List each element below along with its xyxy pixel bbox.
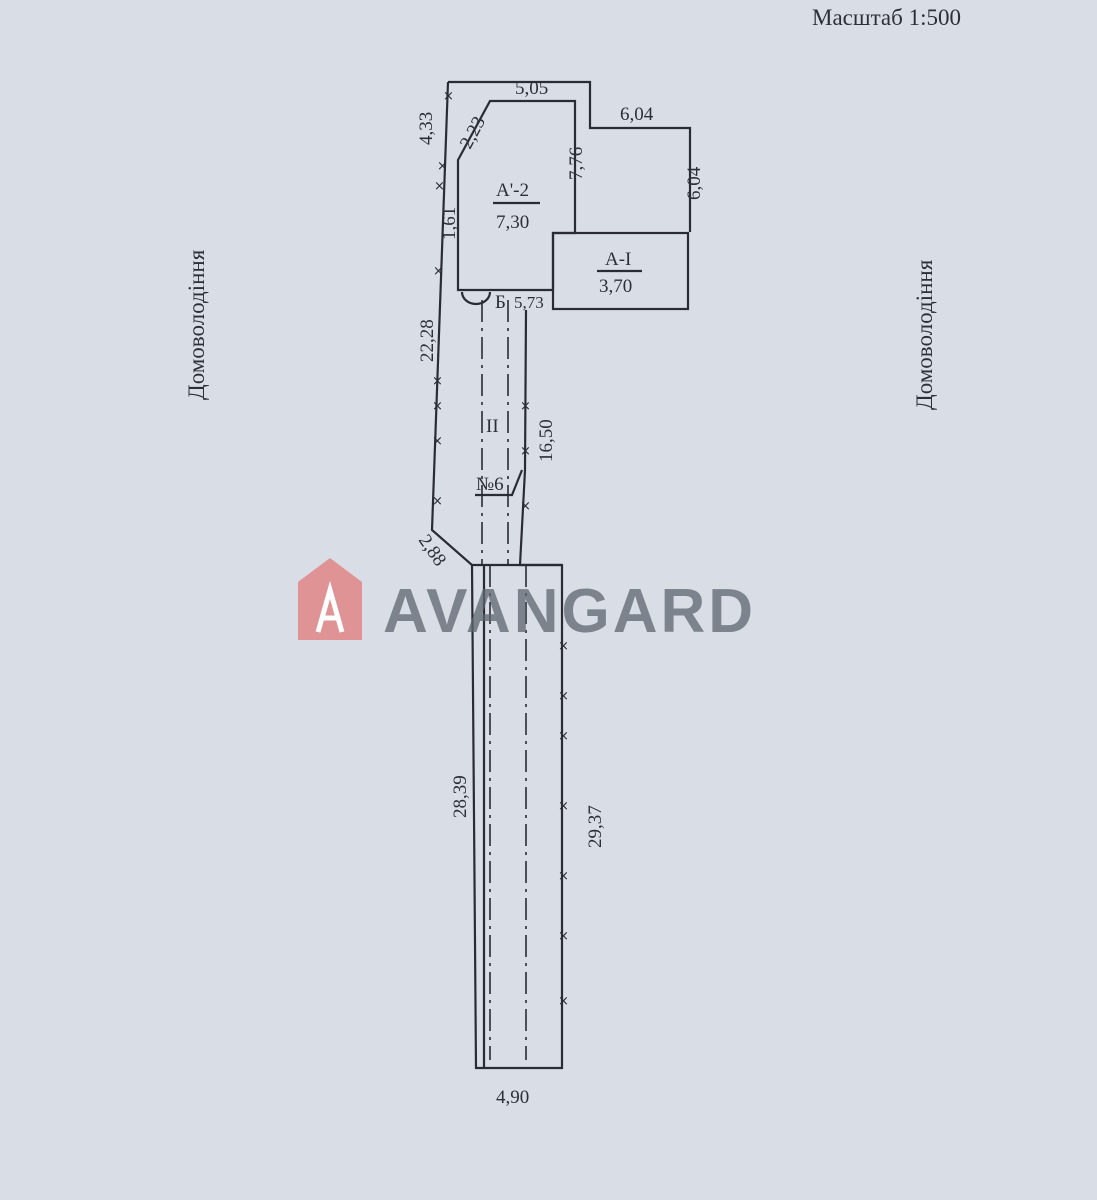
- dim-inner-right: 7,76: [566, 147, 587, 180]
- svg-text:×: ×: [432, 374, 443, 389]
- fence-marks: × × × × × × × × × × × × × × × × × ×: [432, 89, 569, 1009]
- svg-text:×: ×: [432, 494, 443, 509]
- dim-ext-top: 6,04: [620, 104, 654, 125]
- svg-text:×: ×: [434, 179, 445, 194]
- dim-small: 5,73: [514, 293, 544, 312]
- driveway-lines: [481, 300, 527, 1060]
- svg-text:×: ×: [520, 444, 531, 459]
- number-leader: [475, 469, 524, 497]
- number-label: №6: [476, 474, 504, 495]
- building-a2-name: A'-2: [496, 180, 529, 201]
- building-a1-name: A-I: [605, 249, 631, 270]
- dim-top: 5,05: [515, 78, 548, 99]
- neighbor-left-label: Домоволодіння: [184, 249, 209, 400]
- dim-left-long: 22,28: [417, 319, 438, 362]
- building-a1: [551, 231, 690, 311]
- dim-strip-left: 28,39: [450, 775, 471, 818]
- dim-ext-right: 6,04: [684, 166, 705, 200]
- dim-strip-right: 29,37: [585, 805, 606, 848]
- dim-bottom: 4,90: [496, 1087, 529, 1108]
- svg-text:×: ×: [558, 929, 569, 944]
- svg-text:×: ×: [432, 434, 443, 449]
- neighbor-right-label: Домоволодіння: [912, 259, 937, 410]
- svg-text:×: ×: [558, 689, 569, 704]
- building-a1-value: 3,70: [599, 276, 632, 297]
- dim-passage-right: 16,50: [536, 419, 557, 462]
- svg-text:×: ×: [558, 799, 569, 814]
- svg-text:×: ×: [558, 994, 569, 1009]
- porch-label: Б: [495, 292, 506, 313]
- watermark-text: AVANGARD: [383, 577, 756, 646]
- svg-text:×: ×: [558, 869, 569, 884]
- plot-boundary: [430, 80, 692, 1070]
- svg-text:×: ×: [558, 639, 569, 654]
- scale-label: Масштаб 1:500: [812, 5, 961, 30]
- svg-text:×: ×: [443, 89, 454, 104]
- dim-bevel: 2,23: [456, 113, 490, 152]
- dim-left-top: 4,33: [416, 112, 437, 145]
- porch-symbol: [460, 291, 492, 306]
- passage-label: II: [486, 416, 499, 437]
- svg-text:×: ×: [558, 729, 569, 744]
- svg-text:×: ×: [520, 399, 531, 414]
- watermark: AVANGARD: [298, 558, 756, 646]
- svg-text:×: ×: [432, 399, 443, 414]
- svg-text:×: ×: [433, 264, 444, 279]
- svg-text:×: ×: [520, 499, 531, 514]
- svg-text:×: ×: [437, 159, 448, 174]
- dim-left-mid: 1,61: [439, 207, 460, 240]
- dim-diag: 2,88: [414, 531, 450, 570]
- building-a2-value: 7,30: [496, 212, 529, 233]
